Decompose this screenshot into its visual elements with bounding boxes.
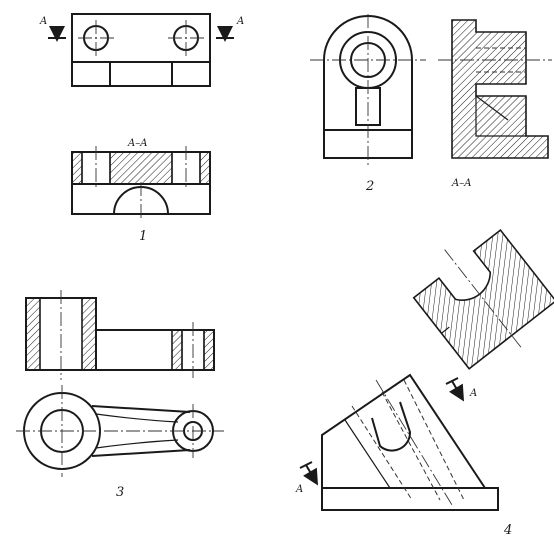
fig3-number: 3 xyxy=(116,485,124,500)
fig1-top-view: A A xyxy=(39,13,244,87)
fig1-cut-label-right: A xyxy=(236,16,244,27)
figure-1: A A A–A 1 xyxy=(39,13,244,244)
fig2-side-section xyxy=(438,19,552,159)
fig1-cut-label-left: A xyxy=(39,16,47,27)
fig2-section-label: A–A xyxy=(451,178,471,189)
fig1-section-view xyxy=(71,146,211,220)
fig1-number: 1 xyxy=(139,229,147,244)
figure-4: A A 4 xyxy=(295,228,554,538)
fig2-front-view xyxy=(310,14,426,166)
fig3-front-section xyxy=(25,290,215,380)
fig2-number: 2 xyxy=(365,179,374,194)
figure-2: 2 A–A xyxy=(310,14,552,194)
fig4-main-view: A A xyxy=(295,373,499,511)
fig4-cut-label-upper: A xyxy=(469,388,477,399)
fig1-section-label: A–A xyxy=(127,138,147,149)
fig3-top-view xyxy=(16,385,224,477)
fig4-cut-label-lower: A xyxy=(295,484,303,495)
fig4-rotated-section xyxy=(412,228,554,370)
fig4-number: 4 xyxy=(503,523,512,538)
figure-3: 3 xyxy=(16,290,224,500)
